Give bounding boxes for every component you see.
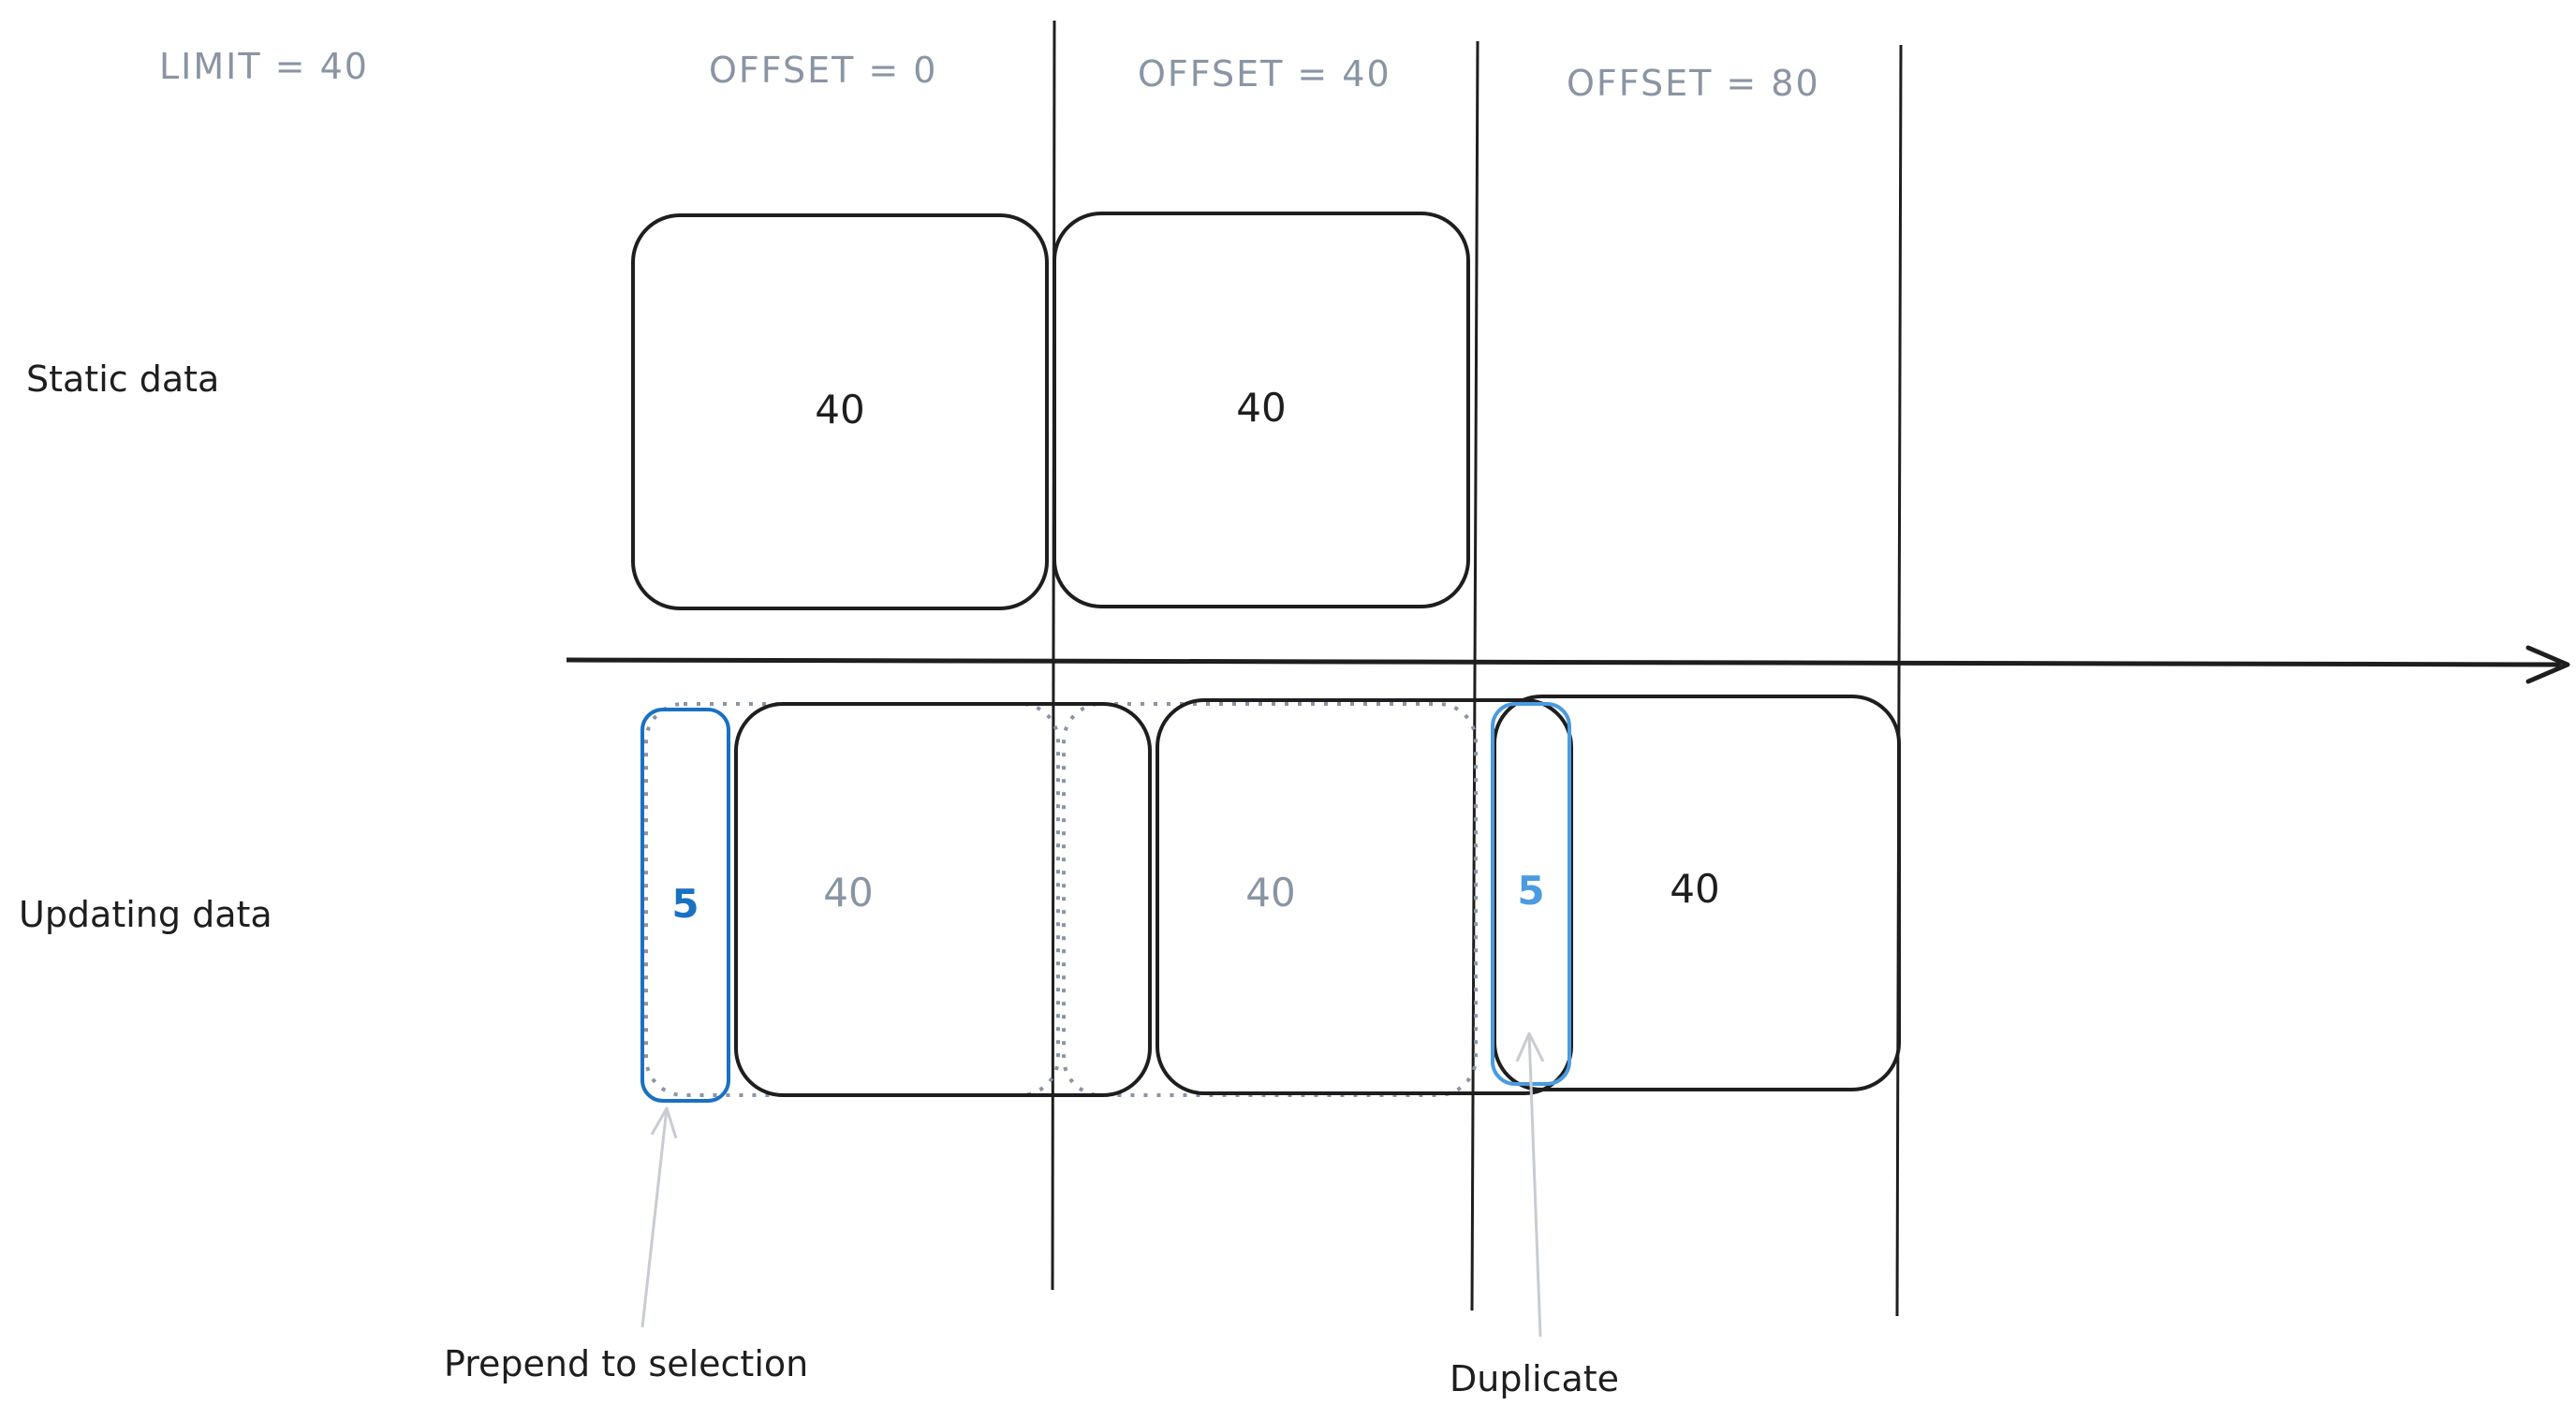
prepend-pointer [640, 1107, 669, 1328]
original-page-outline-40 [1062, 702, 1478, 1097]
duplicate-annotation: Duplicate [1450, 1358, 1619, 1399]
shifted-block-2 [1156, 698, 1573, 1095]
duplicate-pointer [1527, 1032, 1542, 1338]
timeline-axis [566, 657, 2562, 667]
offset-label-80: OFFSET = 80 [1567, 63, 1820, 104]
static-data-label: Static data [26, 359, 219, 400]
current-block-offset-80-count: 40 [1670, 866, 1719, 912]
offset-label-40: OFFSET = 40 [1138, 53, 1391, 95]
static-block-offset-40 [1052, 212, 1470, 608]
duplicate-items-count: 5 [1517, 868, 1544, 914]
static-block-offset-40-count: 40 [1236, 385, 1286, 431]
static-block-offset-0-count: 40 [815, 387, 864, 432]
static-block-offset-0 [631, 213, 1049, 610]
original-page-outline-0 [644, 702, 1060, 1097]
shifted-block-1-count: 40 [823, 870, 873, 915]
prepended-items-block [640, 708, 730, 1103]
offset-divider-1 [1051, 20, 1056, 1291]
limit-label: LIMIT = 40 [159, 46, 369, 87]
prepend-pointer-head [650, 1106, 678, 1139]
prepended-items-count: 5 [671, 881, 699, 927]
offset-divider-2 [1470, 40, 1479, 1311]
timeline-arrowhead [2525, 645, 2570, 684]
shifted-block-2-count: 40 [1245, 870, 1295, 915]
offset-label-0: OFFSET = 0 [709, 50, 937, 91]
updating-data-label: Updating data [19, 894, 272, 935]
prepend-annotation: Prepend to selection [444, 1343, 808, 1384]
shifted-block-1 [734, 702, 1152, 1097]
duplicate-pointer-head [1515, 1032, 1545, 1062]
offset-divider-3 [1895, 44, 1903, 1317]
